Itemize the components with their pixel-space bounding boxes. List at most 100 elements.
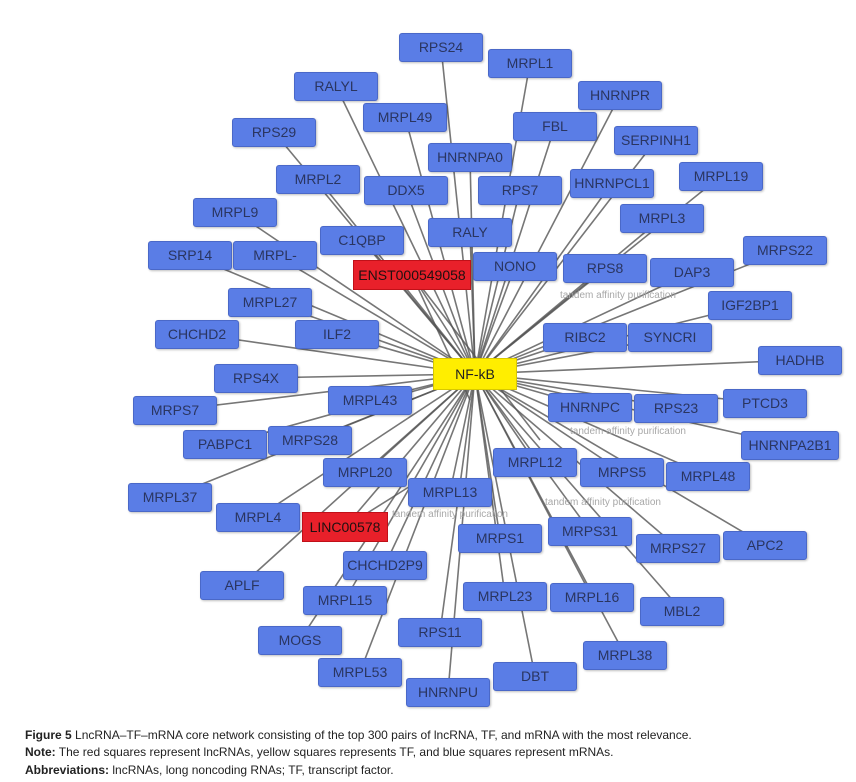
- node-ptcd3[interactable]: PTCD3: [723, 388, 807, 418]
- node-mrps1[interactable]: MRPS1: [458, 523, 542, 553]
- node-enst000549058[interactable]: ENST000549058: [353, 260, 471, 290]
- node-label: ENST000549058: [358, 267, 466, 283]
- node-mrpl27[interactable]: MRPL27: [228, 287, 312, 317]
- node-ddx5[interactable]: DDX5: [364, 175, 448, 205]
- node-mrps5[interactable]: MRPS5: [580, 457, 664, 487]
- node-mrps27[interactable]: MRPS27: [636, 533, 720, 563]
- edge-srp14: [189, 254, 476, 375]
- node-chchd2p9[interactable]: CHCHD2P9: [343, 550, 427, 580]
- edge-label: tandem affinity purification: [570, 426, 686, 437]
- node-label: RPS4X: [233, 370, 279, 386]
- node-label: MRPL13: [422, 484, 478, 500]
- edge-enst000549058: [411, 274, 476, 375]
- node-linc00578[interactable]: LINC00578: [302, 512, 388, 542]
- figure-caption: Figure 5 LncRNA–TF–mRNA core network con…: [25, 728, 692, 742]
- edge-rps7: [474, 189, 521, 375]
- node-mrpl37[interactable]: MRPL37: [128, 482, 212, 512]
- node-mbl2[interactable]: MBL2: [640, 596, 724, 626]
- node-hnrnpc[interactable]: HNRNPC: [548, 392, 632, 422]
- node-mrpl9[interactable]: MRPL9: [193, 197, 277, 227]
- node-mrpl43[interactable]: MRPL43: [328, 385, 412, 415]
- node-mrpl15[interactable]: MRPL15: [303, 585, 387, 615]
- node-mrps22[interactable]: MRPS22: [743, 235, 827, 265]
- node-mrpl1[interactable]: MRPL1: [488, 48, 572, 78]
- node-label: HNRNPA0: [437, 149, 503, 165]
- node-label: HNRNPCL1: [574, 175, 650, 191]
- node-mrps7[interactable]: MRPS7: [133, 395, 217, 425]
- abbr-label: Abbreviations:: [25, 763, 110, 777]
- node-serpinh1[interactable]: SERPINH1: [614, 125, 698, 155]
- node-mrpl53[interactable]: MRPL53: [318, 657, 402, 687]
- node-rps11[interactable]: RPS11: [398, 617, 482, 647]
- node-label: MRPS1: [475, 530, 525, 546]
- node-mrpl4[interactable]: MRPL4: [216, 502, 300, 532]
- node-ribc2[interactable]: RIBC2: [543, 322, 627, 352]
- node-mrps31[interactable]: MRPS31: [548, 516, 632, 546]
- node-fbl[interactable]: FBL: [513, 111, 597, 141]
- edge-mbl2: [474, 373, 683, 612]
- node-dbt[interactable]: DBT: [493, 661, 577, 691]
- node-mogs[interactable]: MOGS: [258, 625, 342, 655]
- node-mrpl23[interactable]: MRPL23: [463, 581, 547, 611]
- node-label: MRPL1: [506, 55, 554, 71]
- node-nf-kb[interactable]: NF-kB: [433, 358, 517, 390]
- node-hnrnpcl1[interactable]: HNRNPCL1: [570, 168, 654, 198]
- node-mrpl3[interactable]: MRPL3: [620, 203, 704, 233]
- node-label: MRPL27: [242, 294, 298, 310]
- node-mrpl13[interactable]: MRPL13: [408, 477, 492, 507]
- node-rps29[interactable]: RPS29: [232, 117, 316, 147]
- node-mrpl19[interactable]: MRPL19: [679, 161, 763, 191]
- node-mrpl-[interactable]: MRPL-: [233, 240, 317, 270]
- node-rps7[interactable]: RPS7: [478, 175, 562, 205]
- node-srp14[interactable]: SRP14: [148, 240, 232, 270]
- node-hnrnpa0[interactable]: HNRNPA0: [428, 142, 512, 172]
- node-raly[interactable]: RALY: [428, 217, 512, 247]
- node-mrpl2[interactable]: MRPL2: [276, 164, 360, 194]
- node-mrps28[interactable]: MRPS28: [268, 425, 352, 455]
- node-label: MRPL4: [234, 509, 282, 525]
- node-rps8[interactable]: RPS8: [563, 253, 647, 283]
- edge-mrpl9: [234, 211, 476, 375]
- node-label: SYNCRI: [643, 329, 697, 345]
- abbr-text: lncRNAs, long noncoding RNAs; TF, transc…: [109, 763, 394, 777]
- node-nono[interactable]: NONO: [473, 251, 557, 281]
- node-syncri[interactable]: SYNCRI: [628, 322, 712, 352]
- node-hadhb[interactable]: HADHB: [758, 345, 842, 375]
- node-label: MRPL48: [680, 468, 736, 484]
- node-label: CHCHD2P9: [347, 557, 423, 573]
- node-dap3[interactable]: DAP3: [650, 257, 734, 287]
- node-hnrnpa2b1[interactable]: HNRNPA2B1: [741, 430, 839, 460]
- node-chchd2[interactable]: CHCHD2: [155, 319, 239, 349]
- node-label: HADHB: [775, 352, 825, 368]
- node-label: APC2: [746, 537, 784, 553]
- node-apc2[interactable]: APC2: [723, 530, 807, 560]
- node-mrpl49[interactable]: MRPL49: [363, 102, 447, 132]
- node-rps24[interactable]: RPS24: [399, 32, 483, 62]
- node-c1qbp[interactable]: C1QBP: [320, 225, 404, 255]
- edge-label: tandem affinity purification: [560, 290, 676, 301]
- node-pabpc1[interactable]: PABPC1: [183, 429, 267, 459]
- note-text: The red squares represent lncRNAs, yello…: [55, 745, 614, 759]
- node-label: MRPL12: [507, 454, 563, 470]
- node-ilf2[interactable]: ILF2: [295, 319, 379, 349]
- node-label: ILF2: [322, 326, 351, 342]
- node-hnrnpr[interactable]: HNRNPR: [578, 80, 662, 110]
- edge-label: tandem affinity purification: [392, 509, 508, 520]
- node-label: DAP3: [673, 264, 711, 280]
- edge-raly: [469, 231, 476, 375]
- node-mrpl16[interactable]: MRPL16: [550, 582, 634, 612]
- node-aplf[interactable]: APLF: [200, 570, 284, 600]
- node-rps4x[interactable]: RPS4X: [214, 363, 298, 393]
- node-hnrnpu[interactable]: HNRNPU: [406, 677, 490, 707]
- node-mrpl12[interactable]: MRPL12: [493, 447, 577, 477]
- node-igf2bp1[interactable]: IGF2BP1: [708, 290, 792, 320]
- node-mrpl48[interactable]: MRPL48: [666, 461, 750, 491]
- node-mrpl20[interactable]: MRPL20: [323, 457, 407, 487]
- edge-rps8: [474, 267, 606, 375]
- node-mrpl38[interactable]: MRPL38: [583, 640, 667, 670]
- node-rps23[interactable]: RPS23: [634, 393, 718, 423]
- edge-lnc-1: [411, 274, 541, 441]
- node-label: IGF2BP1: [721, 297, 779, 313]
- node-ralyl[interactable]: RALYL: [294, 71, 378, 101]
